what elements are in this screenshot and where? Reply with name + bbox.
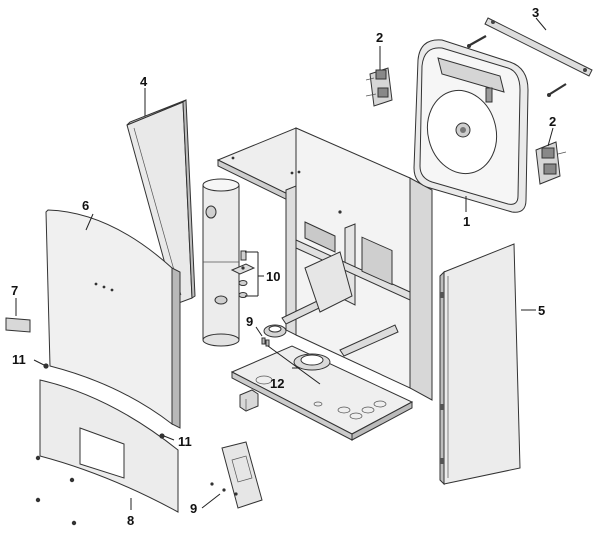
clip-2-lower [535, 141, 567, 185]
label-part-9-lower: 9 [190, 501, 197, 516]
label-part-1: 1 [463, 214, 470, 229]
lower-panel-8 [39, 379, 179, 513]
label-part-2-lower: 2 [549, 114, 556, 129]
side-panel-5 [439, 243, 521, 486]
clip-2-upper [365, 67, 393, 107]
label-part-5: 5 [538, 303, 545, 318]
leader-lines [15, 17, 554, 510]
front-cover-1 [413, 39, 529, 213]
boiler-chassis [216, 127, 433, 441]
label-part-11-upper: 11 [12, 352, 26, 367]
screws-11 [35, 363, 165, 526]
small-bracket [239, 389, 259, 412]
label-part-9-upper: 9 [246, 314, 253, 329]
cylinder-assembly [202, 178, 256, 347]
bracket-plate-9 [210, 441, 263, 509]
label-part-8: 8 [127, 513, 134, 528]
label-part-10: 10 [266, 269, 280, 284]
label-plate-7 [5, 317, 31, 333]
hanging-rail-3 [467, 17, 593, 97]
side-panel-4 [126, 99, 196, 305]
part-number-labels: 1 2 2 3 4 5 6 7 8 9 9 10 11 11 12 [11, 5, 556, 528]
flange-9-upper [261, 324, 287, 347]
label-part-3: 3 [532, 5, 539, 20]
label-part-4: 4 [140, 74, 148, 89]
label-part-2-upper: 2 [376, 30, 383, 45]
label-part-11-lower: 11 [178, 434, 192, 449]
label-part-12: 12 [270, 376, 284, 391]
front-panel-6 [45, 209, 181, 429]
label-part-7: 7 [11, 283, 18, 298]
label-part-6: 6 [82, 198, 89, 213]
